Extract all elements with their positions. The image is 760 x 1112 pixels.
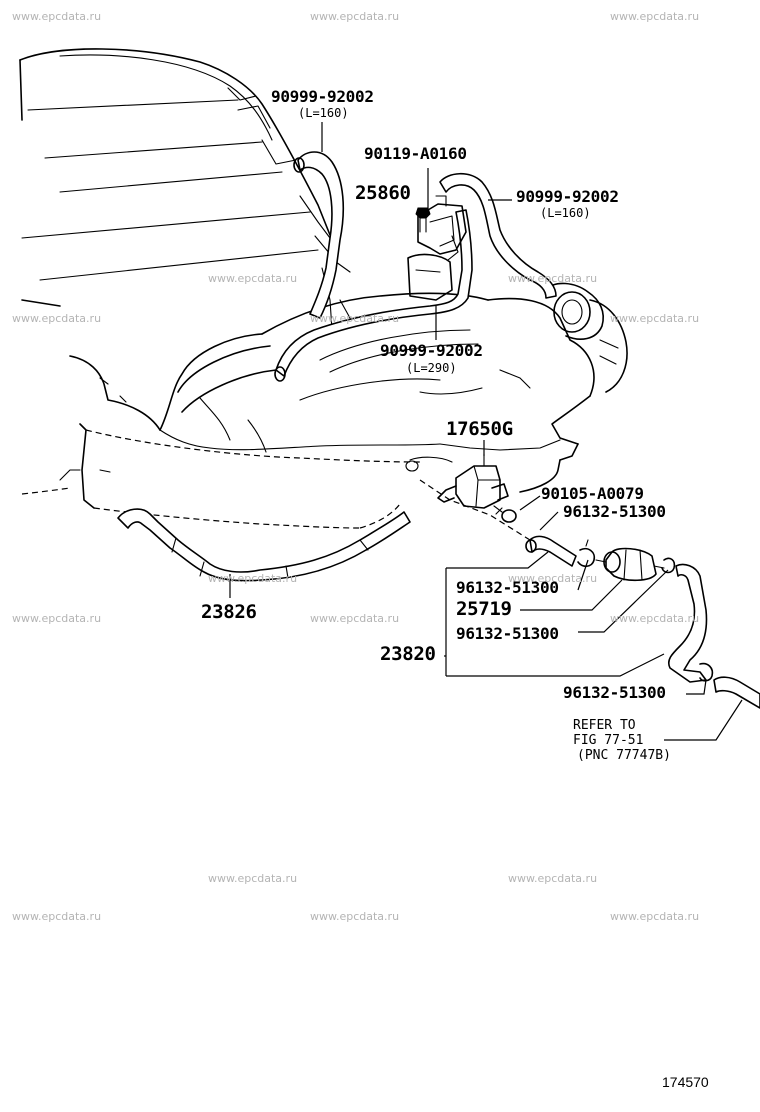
label-clip-4: 96132-51300 <box>563 683 666 702</box>
watermark: www.epcdata.ru <box>12 612 102 625</box>
watermark: www.epcdata.ru <box>610 312 700 325</box>
bracket-25860-drawing <box>407 195 467 301</box>
label-hose-lower: 90999-92002 <box>380 341 483 360</box>
label-hose-left: 23826 <box>201 601 257 623</box>
refer-line-3: (PNC 77747B) <box>577 748 671 763</box>
vsv-17650g-drawing <box>437 453 509 509</box>
label-bracket: 25860 <box>355 182 411 204</box>
watermark: www.epcdata.ru <box>508 872 598 885</box>
hose-right-drawing <box>439 172 557 299</box>
label-vsv: 17650G <box>446 418 513 440</box>
watermark: www.epcdata.ru <box>610 10 700 23</box>
hose-23820-drawing <box>525 535 760 709</box>
label-clip-1: 96132-51300 <box>563 502 666 521</box>
label-hose-right-length: (L=160) <box>540 206 591 220</box>
label-bolt: 90119-A0160 <box>364 144 467 163</box>
watermark: www.epcdata.ru <box>610 910 700 923</box>
hose-lower-drawing <box>274 209 473 382</box>
hose-23826-drawing <box>117 508 411 582</box>
watermark: www.epcdata.ru <box>610 612 700 625</box>
refer-note: REFER TO FIG 77-51 (PNC 77747B) <box>573 718 671 763</box>
watermark: www.epcdata.ru <box>208 872 298 885</box>
label-filter: 25719 <box>456 598 512 620</box>
watermark: www.epcdata.ru <box>508 572 598 585</box>
watermark: www.epcdata.ru <box>12 312 102 325</box>
label-clip-3: 96132-51300 <box>456 624 559 643</box>
label-hose-right: 90999-92002 <box>516 187 619 206</box>
label-hose-lower-length: (L=290) <box>406 361 457 375</box>
watermark: www.epcdata.ru <box>12 910 102 923</box>
label-screw: 90105-A0079 <box>541 484 644 503</box>
label-clip-2: 96132-51300 <box>456 578 559 597</box>
refer-line-1: REFER TO <box>573 718 636 733</box>
watermark: www.epcdata.ru <box>12 10 102 23</box>
watermark: www.epcdata.ru <box>310 10 400 23</box>
watermark: www.epcdata.ru <box>310 312 400 325</box>
label-hose-assy: 23820 <box>380 643 436 665</box>
watermark: www.epcdata.ru <box>508 272 598 285</box>
screw-drawing <box>493 505 517 523</box>
watermark: www.epcdata.ru <box>310 910 400 923</box>
figure-number: 174570 <box>662 1074 709 1090</box>
label-hose-upper-length: (L=160) <box>298 106 349 120</box>
label-hose-upper: 90999-92002 <box>271 87 374 106</box>
watermark: www.epcdata.ru <box>208 272 298 285</box>
watermark: www.epcdata.ru <box>310 612 400 625</box>
leader-lines <box>229 122 743 741</box>
watermark: www.epcdata.ru <box>208 572 298 585</box>
refer-line-2: FIG 77-51 <box>573 733 644 748</box>
hose-upper-drawing <box>293 151 345 319</box>
intake-manifold-drawing <box>21 282 628 541</box>
